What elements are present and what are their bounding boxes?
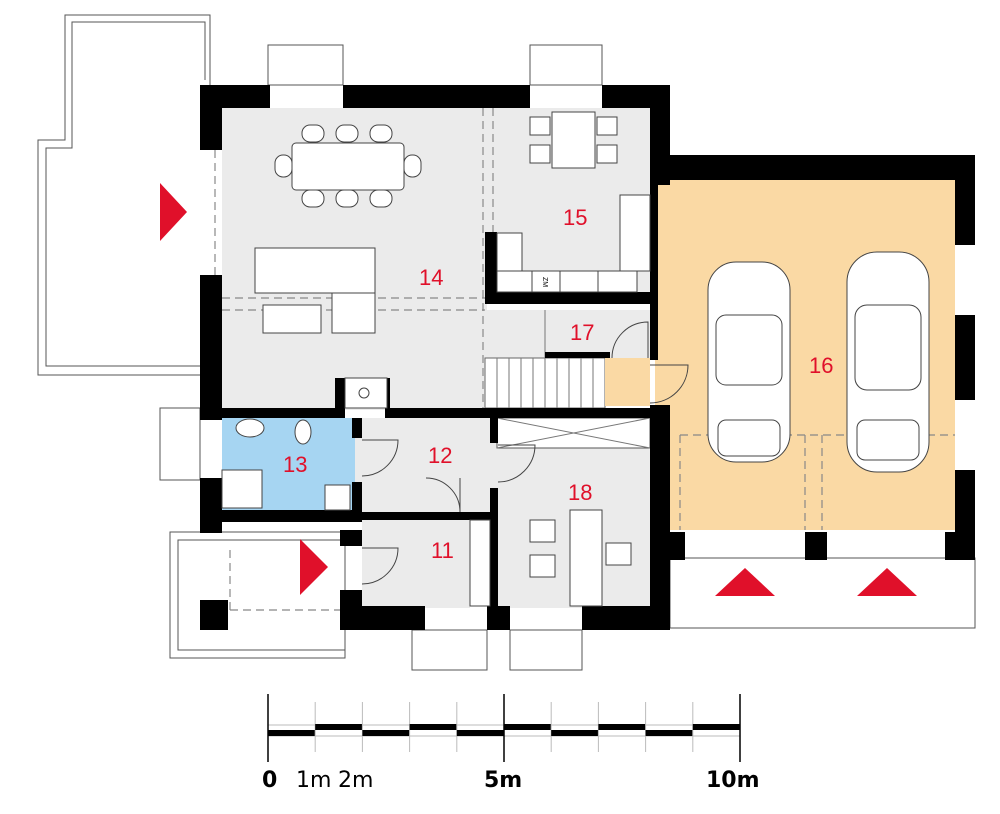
stair-treads xyxy=(496,310,594,408)
scale-label-0: 0 xyxy=(262,768,277,793)
garage-arrow-left xyxy=(715,568,775,596)
garage-apron xyxy=(669,557,976,629)
scale-label-5m: 5m xyxy=(484,768,522,793)
room-11-wardrobe xyxy=(469,519,491,607)
room-label-15: 15 xyxy=(563,205,587,230)
entrance-arrow-terrace xyxy=(160,183,187,241)
scale-label-10m: 10m xyxy=(706,768,760,793)
kitchen-table xyxy=(529,111,618,169)
kitchen-counter: ZM xyxy=(496,194,651,293)
terrace-outline-left xyxy=(37,14,211,376)
walls xyxy=(200,85,975,630)
car-left xyxy=(707,261,791,463)
room-11-floor xyxy=(362,520,470,608)
room-label-12: 12 xyxy=(428,443,452,468)
dishwasher-label: ZM xyxy=(541,277,548,287)
room-label-16: 16 xyxy=(809,353,833,378)
room-18-furniture xyxy=(529,509,632,607)
scale-segment xyxy=(551,730,599,736)
room-12-floor xyxy=(355,418,497,515)
porch-outline xyxy=(169,531,346,659)
entrance-arrow-main xyxy=(300,539,328,595)
scale-segment xyxy=(315,724,363,730)
room-label-11: 11 xyxy=(431,538,454,563)
scale-segment xyxy=(456,730,504,736)
scale-segment xyxy=(268,730,316,736)
sofa xyxy=(254,247,376,334)
room-label-13: 13 xyxy=(283,452,307,477)
scale-bar: 0 1m 2m 5m 10m xyxy=(262,694,760,793)
vestibule-floor xyxy=(605,358,650,406)
garage-arrow-right xyxy=(857,568,917,596)
room-17-floor xyxy=(487,310,650,358)
scale-label-2m: 2m xyxy=(338,768,373,793)
room-label-18: 18 xyxy=(568,480,592,505)
bathroom-fixtures xyxy=(221,418,351,511)
scale-segment xyxy=(645,730,693,736)
window-boxes xyxy=(159,44,603,671)
room-label-17: 17 xyxy=(570,320,594,345)
room-label-14: 14 xyxy=(419,265,443,290)
scale-segment xyxy=(692,724,740,730)
fireplace xyxy=(344,377,388,409)
scale-segment xyxy=(504,724,552,730)
dining-table xyxy=(274,124,422,208)
car-right xyxy=(846,251,930,473)
doors xyxy=(361,321,689,585)
scale-segment xyxy=(598,724,646,730)
scale-segment xyxy=(409,724,457,730)
scale-segment xyxy=(362,730,410,736)
scale-label-1m: 1m xyxy=(296,768,331,793)
